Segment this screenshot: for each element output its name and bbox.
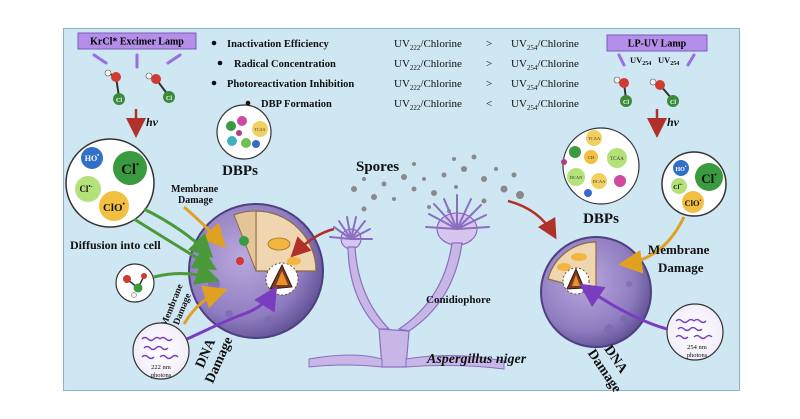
dbps-circle-right: TCAA CH TCAA DCAN DCAA	[561, 127, 640, 205]
diffusion-arrow-3	[153, 261, 220, 285]
photons-circle-left: 222 nm photons	[132, 322, 190, 380]
svg-text:photons: photons	[687, 352, 708, 359]
metric-2: Radical Concentration	[234, 59, 336, 70]
op-4: <	[486, 98, 492, 110]
svg-text:DCAA: DCAA	[593, 179, 607, 184]
op-1: >	[486, 38, 492, 50]
conidiophore-label: Conidiophore	[426, 294, 491, 306]
diagram-canvas: KrCl* Excimer Lamp Cl Cl hv HO• Cl• Cl•-	[65, 32, 727, 396]
photon-arrow-left	[186, 285, 278, 341]
radicals-circle-left: HO• Cl• Cl•- ClO•	[65, 138, 155, 228]
radicals-circle-right: HO• Cl• Cl•- ClO•	[661, 151, 727, 217]
spore-cell-right	[540, 236, 652, 348]
spores-label: Spores	[356, 159, 399, 175]
spore-particles	[351, 154, 524, 213]
svg-text:CH: CH	[588, 155, 595, 160]
svg-text:TCAA: TCAA	[255, 127, 266, 132]
svg-text:Cl: Cl	[116, 98, 122, 104]
diffusion-label: Diffusion into cell	[70, 238, 161, 252]
svg-text:HO•: HO•	[85, 153, 100, 163]
svg-text:ClO•: ClO•	[685, 198, 702, 208]
right-lamp: LP-UV Lamp UV254 UV254	[606, 34, 708, 67]
svg-text:Cl: Cl	[166, 96, 172, 102]
svg-text:254 nm: 254 nm	[687, 344, 707, 351]
svg-text:Cl•-: Cl•-	[79, 184, 92, 194]
right-lamp-rays	[617, 53, 696, 67]
membrane-arrow-left-top	[183, 205, 227, 249]
hocl-molecules-left: Cl Cl	[104, 69, 175, 105]
spore-cell-left	[188, 203, 324, 339]
svg-text:Cl: Cl	[670, 100, 676, 106]
right-term-1: UV254/Chlorine	[511, 38, 579, 52]
hv-label-right: hv	[667, 115, 680, 129]
svg-text:Cl•: Cl•	[701, 171, 717, 186]
left-term-4: UV222/Chlorine	[394, 98, 462, 112]
svg-text:HO•: HO•	[675, 165, 686, 173]
dna-damage-left: DNA Damage	[193, 335, 236, 386]
species-label: Aspergillus niger	[426, 352, 527, 367]
op-2: >	[486, 58, 492, 70]
svg-text:DCAN: DCAN	[570, 175, 584, 180]
svg-text:photons: photons	[151, 372, 172, 379]
svg-text:TCAA: TCAA	[588, 136, 601, 141]
op-3: >	[486, 78, 492, 90]
left-term-3: UV222/Chlorine	[394, 78, 462, 92]
svg-text:TCAA: TCAA	[610, 157, 624, 162]
membrane-damage-left-line2: Damage	[178, 195, 214, 206]
svg-text:Cl: Cl	[623, 100, 629, 106]
svg-text:ClO•: ClO•	[103, 200, 126, 214]
membrane-arrow-right	[618, 216, 686, 274]
svg-text:Cl•: Cl•	[121, 160, 139, 178]
metric-4: DBP Formation	[261, 99, 332, 110]
right-lamp-label: LP-UV Lamp	[628, 39, 687, 50]
left-term-1: UV222/Chlorine	[394, 38, 462, 52]
membrane-damage-right-line2: Damage	[658, 260, 704, 275]
left-lamp-rays	[92, 53, 182, 69]
membrane-arrow-left-bottom	[182, 285, 228, 325]
dbps-circle-left: TCAA	[216, 104, 272, 160]
hv-label-left: hv	[146, 115, 159, 129]
svg-text:Cl•-: Cl•-	[673, 183, 683, 191]
dbps-label-left: DBPs	[222, 163, 258, 179]
hocl-molecules-right: Cl Cl	[613, 76, 679, 107]
arrow-to-right-cell	[507, 199, 557, 240]
photons-circle-right: 254 nm photons	[666, 303, 724, 361]
right-lamp-bar	[606, 34, 708, 52]
left-lamp: KrCl* Excimer Lamp	[77, 32, 197, 69]
right-lamp-sub-b: UV254	[658, 55, 679, 67]
metric-1: Inactivation Efficiency	[227, 39, 330, 50]
right-term-3: UV254/Chlorine	[511, 78, 579, 92]
right-term-2: UV254/Chlorine	[511, 58, 579, 72]
hocl-circle-left	[115, 263, 155, 303]
left-lamp-bar	[77, 32, 197, 50]
comparison-table: Inactivation Efficiency UV222/Chlorine >…	[211, 38, 579, 112]
dbps-label-right: DBPs	[583, 211, 619, 227]
left-lamp-label: KrCl* Excimer Lamp	[90, 37, 184, 48]
metric-3: Photoreactivation Inhibition	[227, 79, 354, 90]
graphical-abstract-panel: KrCl* Excimer Lamp Cl Cl hv HO• Cl• Cl•-	[63, 28, 740, 396]
membrane-damage-left-line1: Membrane	[171, 184, 219, 195]
right-lamp-sub-a: UV254	[630, 55, 651, 67]
left-term-2: UV222/Chlorine	[394, 58, 462, 72]
membrane-damage-right-line1: Membrane	[648, 242, 710, 257]
conidiophore	[308, 194, 505, 370]
arrow-to-left-cell	[290, 227, 335, 258]
photon-arrow-right	[579, 283, 668, 331]
right-term-4: UV254/Chlorine	[511, 98, 579, 112]
svg-text:222 nm: 222 nm	[151, 364, 171, 371]
